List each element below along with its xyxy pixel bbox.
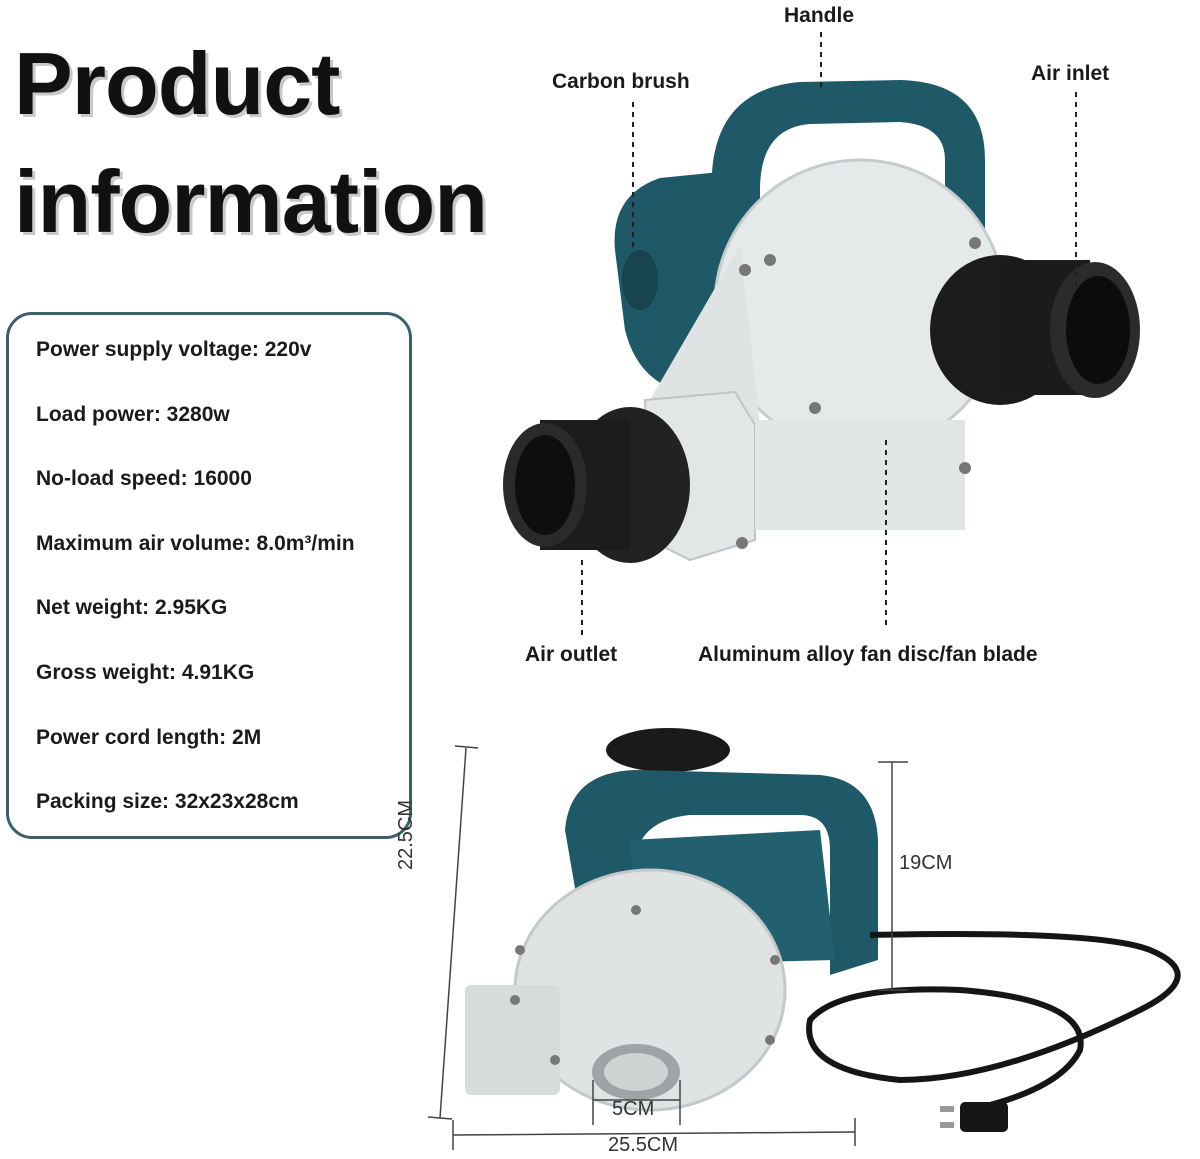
spec-voltage: Power supply voltage: 220v: [36, 338, 312, 361]
dim-outlet-diameter: 5CM: [612, 1098, 655, 1120]
dim-height-total: 22.5CM: [395, 799, 417, 870]
dim-height-body: 19CM: [899, 852, 953, 874]
callout-air-inlet: Air inlet: [1031, 62, 1110, 85]
callout-air-outlet: Air outlet: [525, 643, 618, 666]
spec-box: [6, 312, 412, 839]
callout-leaders: [581, 32, 1077, 638]
callout-carbon-brush: Carbon brush: [552, 70, 690, 93]
title-line-1: Product: [14, 34, 340, 133]
spec-net-weight: Net weight: 2.95KG: [36, 596, 228, 619]
spec-air-volume: Maximum air volume: 8.0m³/min: [36, 532, 355, 555]
spec-packing-size: Packing size: 32x23x28cm: [36, 790, 299, 813]
dim-length: 25.5CM: [608, 1134, 679, 1156]
callout-handle: Handle: [784, 4, 855, 27]
blower-bottom-image: [465, 728, 1181, 1132]
spec-cord-length: Power cord length: 2M: [36, 726, 262, 749]
blower-top-image: [503, 80, 1140, 563]
spec-gross-weight: Gross weight: 4.91KG: [36, 661, 255, 684]
spec-no-load-speed: No-load speed: 16000: [36, 467, 252, 490]
spec-load-power: Load power: 3280w: [36, 403, 230, 426]
callout-fan-disc: Aluminum alloy fan disc/fan blade: [698, 643, 1038, 666]
title-line-2: information: [14, 152, 488, 251]
dimension-lines: [427, 745, 908, 1150]
